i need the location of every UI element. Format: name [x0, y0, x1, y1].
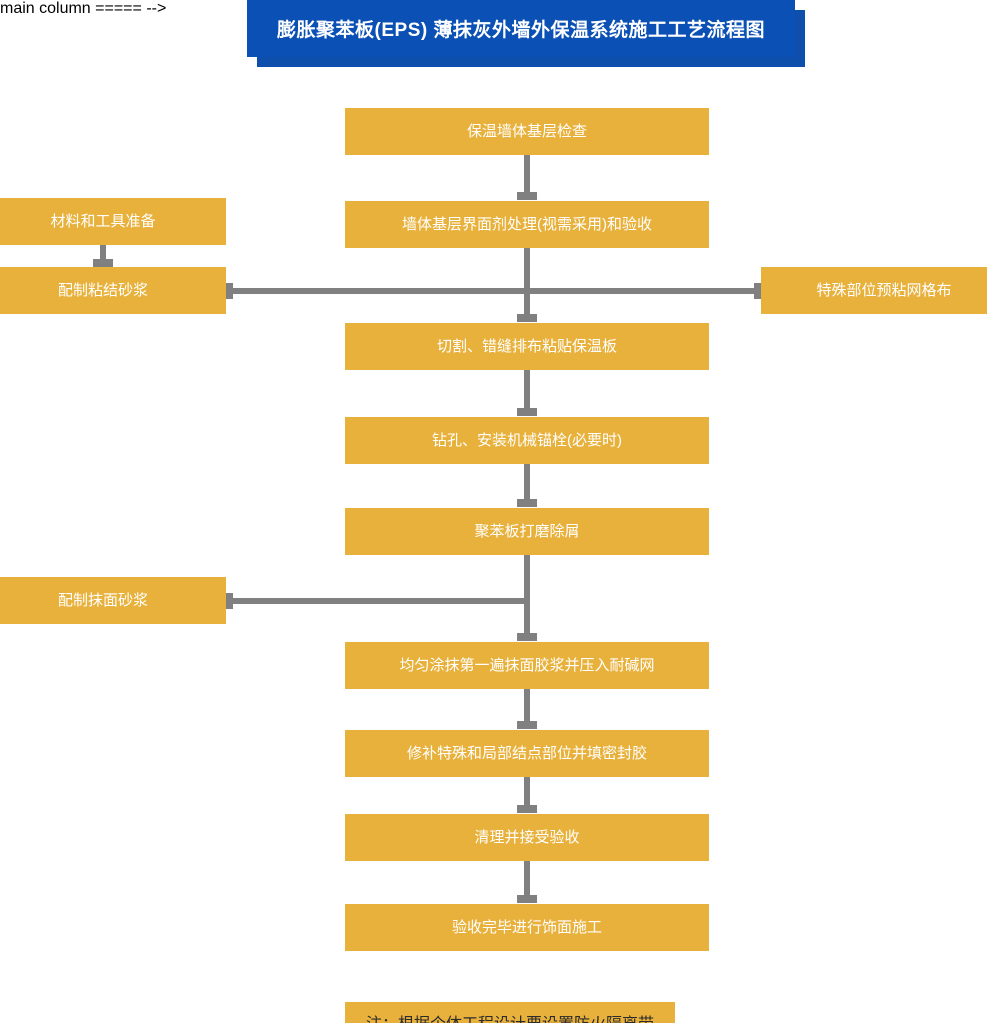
arrowhead-s6-s7 [517, 721, 537, 729]
flow-step-label: 清理并接受验收 [474, 829, 580, 846]
connector-s7-s8 [524, 777, 530, 806]
flow-step-label: 均匀涂抹第一遍抹面胶浆并压入耐碱网 [399, 657, 655, 674]
flow-step-l1[interactable]: 材料和工具准备 [0, 198, 226, 245]
connector-l3-main [226, 598, 527, 604]
connector-s1-s2 [524, 155, 530, 193]
title-banner: 膨胀聚苯板(EPS) 薄抹灰外墙外保温系统施工工艺流程图 [247, 0, 795, 57]
arrowhead-s7-s8 [517, 805, 537, 813]
flow-step-label: 钻孔、安装机械锚栓(必要时) [432, 432, 622, 449]
flow-step-s7[interactable]: 修补特殊和局部结点部位并填密封胶 [345, 730, 709, 777]
connector-s5-s6 [524, 555, 530, 634]
flow-step-label: 材料和工具准备 [50, 213, 156, 230]
flow-step-s6[interactable]: 均匀涂抹第一遍抹面胶浆并压入耐碱网 [345, 642, 709, 689]
connector-s2-s3 [524, 248, 530, 315]
flow-step-label: 聚苯板打磨除屑 [474, 523, 580, 540]
arrowhead-s2-s3 [517, 314, 537, 322]
flow-step-l2[interactable]: 配制粘结砂浆 [0, 267, 226, 314]
footnote-text: 注：根据个体工程设计要设置防火隔离带 [366, 1010, 654, 1023]
arrowhead-s8-s9 [517, 895, 537, 903]
connector-s4-s5 [524, 464, 530, 500]
arrowhead-crosslink-left [226, 283, 233, 299]
flow-step-s3[interactable]: 切割、错缝排布粘贴保温板 [345, 323, 709, 370]
connector-s3-s4 [524, 370, 530, 409]
arrowhead-l3-main [226, 593, 233, 609]
connector-l2-r1-crosslink [226, 288, 761, 294]
flow-step-label: 配制粘结砂浆 [57, 282, 148, 299]
arrowhead-s1-s2 [517, 192, 537, 200]
flow-step-r1[interactable]: 特殊部位预粘网格布 [761, 267, 987, 314]
page-title: 膨胀聚苯板(EPS) 薄抹灰外墙外保温系统施工工艺流程图 [277, 20, 765, 41]
flow-step-s4[interactable]: 钻孔、安装机械锚栓(必要时) [345, 417, 709, 464]
flow-step-label: 保温墙体基层检查 [466, 123, 587, 140]
flow-step-s9[interactable]: 验收完毕进行饰面施工 [345, 904, 709, 951]
arrowhead-l1-l2 [93, 259, 113, 267]
flow-step-s1[interactable]: 保温墙体基层检查 [345, 108, 709, 155]
flow-step-label: 验收完毕进行饰面施工 [451, 919, 602, 936]
connector-s8-s9 [524, 861, 530, 896]
connector-s6-s7 [524, 689, 530, 722]
flow-step-label: 配制抹面砂浆 [57, 592, 148, 609]
flow-step-s2[interactable]: 墙体基层界面剂处理(视需采用)和验收 [345, 201, 709, 248]
flow-step-label: 修补特殊和局部结点部位并填密封胶 [406, 745, 647, 762]
flow-step-s8[interactable]: 清理并接受验收 [345, 814, 709, 861]
arrowhead-s3-s4 [517, 408, 537, 416]
arrowhead-s4-s5 [517, 499, 537, 507]
flow-step-label: 墙体基层界面剂处理(视需采用)和验收 [402, 216, 652, 233]
connector-l1-l2 [100, 245, 106, 262]
flow-step-s5[interactable]: 聚苯板打磨除屑 [345, 508, 709, 555]
footnote-box: 注：根据个体工程设计要设置防火隔离带 [345, 1002, 675, 1023]
flow-step-label: 切割、错缝排布粘贴保温板 [436, 338, 617, 355]
flow-step-l3[interactable]: 配制抹面砂浆 [0, 577, 226, 624]
arrowhead-crosslink-right [754, 283, 761, 299]
flow-step-label: 特殊部位预粘网格布 [816, 282, 952, 299]
arrowhead-s5-s6 [517, 633, 537, 641]
